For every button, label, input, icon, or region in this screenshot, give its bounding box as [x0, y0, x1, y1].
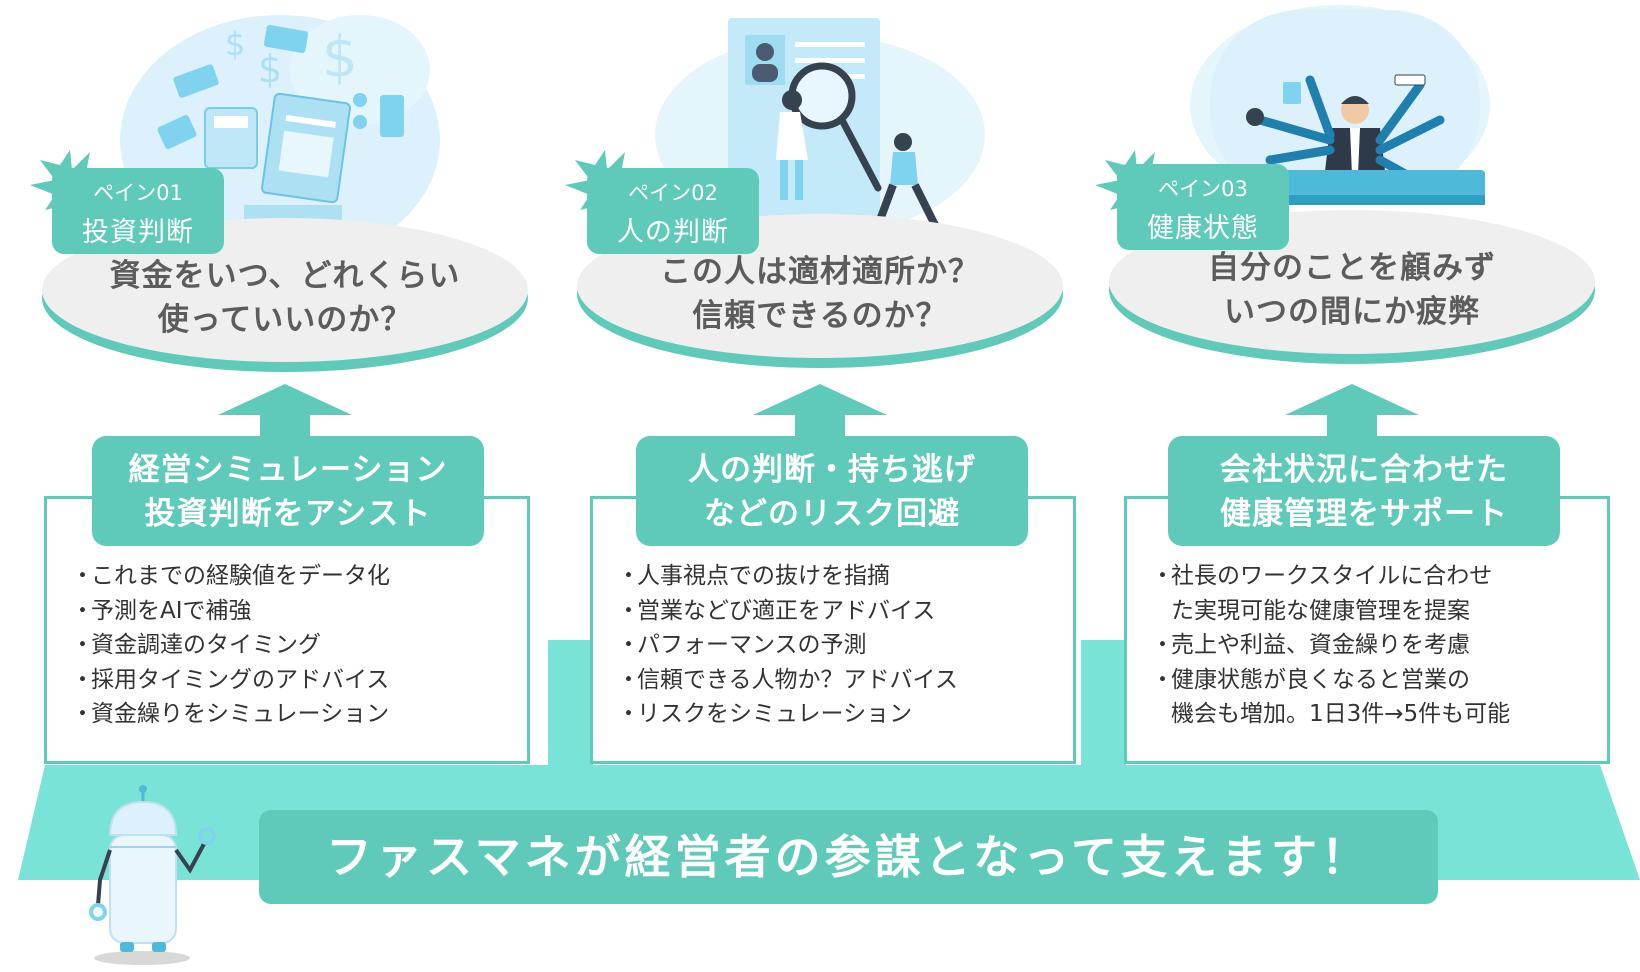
- pain-tag-01: ペイン01 投資判断: [52, 168, 224, 254]
- bullet-dot: ・: [617, 701, 640, 727]
- solution-title-03: 会社状況に合わせた 健康管理をサポート: [1168, 436, 1560, 546]
- list-item: ・予測をAIで補強: [71, 594, 390, 629]
- pain-tag-number: ペイン03: [1158, 177, 1248, 201]
- bullet-text: 営業などび適正をアドバイス: [637, 597, 936, 624]
- bullet-dot: ・: [617, 666, 640, 693]
- solution-title-line-2: 投資判断をアシスト: [144, 496, 432, 532]
- bullet-text: 人事視点での抜けを指摘: [637, 563, 890, 589]
- bullet-dot: ・: [617, 632, 640, 658]
- list-item: ・売上や利益、資金繰りを考慮: [1151, 628, 1510, 663]
- pain-question-03: 自分のことを顧みず いつの間にか疲弊: [1127, 246, 1577, 334]
- pain-tag-02: ペイン02 人の判断: [587, 168, 759, 254]
- list-item: ・これまでの経験値をデータ化: [71, 559, 390, 594]
- list-item: ・健康状態が良くなると営業の: [1151, 663, 1510, 698]
- list-item: ・採用タイミングのアドバイス: [71, 663, 390, 698]
- list-item: ・パフォーマンスの予測: [617, 628, 958, 663]
- question-line-2: いつの間にか疲弊: [1224, 294, 1480, 330]
- solution-title-line-1: 人の判断・持ち逃げ: [688, 452, 976, 488]
- bullet-text: パフォーマンスの予測: [637, 632, 867, 658]
- list-item: ・営業などび適正をアドバイス: [617, 594, 958, 629]
- svg-text:$: $: [225, 25, 245, 63]
- pain-tag-name: 人の判断: [617, 217, 729, 248]
- up-arrows: [218, 384, 1419, 440]
- list-item: ・資金繰りをシミュレーション: [71, 697, 390, 732]
- pain-question-02: この人は適材適所か？ 信頼できるのか？: [595, 250, 1045, 338]
- question-line-1: 自分のことを顧みず: [1208, 250, 1496, 286]
- bullet-dot: ・: [617, 597, 640, 624]
- solution-title-02: 人の判断・持ち逃げ などのリスク回避: [636, 436, 1028, 546]
- list-item: ・社長のワークスタイルに合わせ: [1151, 559, 1510, 594]
- bullet-dot: ・: [71, 632, 94, 658]
- bullet-dot: ・: [71, 701, 94, 727]
- question-line-1: この人は適材適所か？: [660, 254, 980, 290]
- bullet-text: 信頼できる人物か？アドバイス: [637, 666, 958, 693]
- question-line-2: 信頼できるのか？: [692, 298, 948, 334]
- bullet-text: 資金調達のタイミング: [91, 632, 321, 658]
- pain-tag-number: ペイン02: [628, 181, 718, 205]
- pain-tag-03: ペイン03 健康状態: [1117, 164, 1289, 250]
- solution-title-line-1: 会社状況に合わせた: [1220, 452, 1508, 488]
- bullet-text: 社長のワークスタイルに合わせ: [1171, 563, 1493, 589]
- solution-title-line-2: などのリスク回避: [704, 496, 960, 532]
- bullet-text: 資金繰りをシミュレーション: [91, 701, 390, 727]
- bullet-dot: ・: [1151, 632, 1174, 658]
- pain-tag-number: ペイン01: [93, 181, 183, 205]
- bullet-dot: ・: [71, 597, 94, 624]
- solution-list: ・社長のワークスタイルに合わせ た実現可能な健康管理を提案 ・売上や利益、資金繰…: [1151, 559, 1510, 732]
- question-line-2: 使っていいのか？: [157, 302, 413, 338]
- list-item: 機会も増加。1日3件→5件も可能: [1151, 697, 1510, 732]
- list-item: た実現可能な健康管理を提案: [1151, 594, 1510, 629]
- pain-tag-name: 投資判断: [82, 217, 194, 248]
- bullet-text: リスクをシミュレーション: [637, 701, 913, 727]
- bullet-text: 機会も増加。1日3件→5件も可能: [1171, 701, 1511, 727]
- bullet-text: 売上や利益、資金繰りを考慮: [1171, 632, 1470, 658]
- pain-tag-name: 健康状態: [1147, 213, 1259, 244]
- bullet-dot: ・: [71, 666, 94, 693]
- bullet-text: 予測をAIで補強: [91, 597, 252, 624]
- bullet-dot: ・: [1151, 666, 1174, 693]
- bullet-dot: ・: [1151, 563, 1174, 589]
- list-item: ・信頼できる人物か？アドバイス: [617, 663, 958, 698]
- pain-question-01: 資金をいつ、どれくらい 使っていいのか？: [60, 254, 510, 342]
- question-line-1: 資金をいつ、どれくらい: [109, 258, 461, 294]
- solution-title-line-1: 経営シミュレーション: [128, 452, 448, 488]
- list-item: ・リスクをシミュレーション: [617, 697, 958, 732]
- bullet-text: 採用タイミングのアドバイス: [91, 666, 390, 693]
- bullet-text: これまでの経験値をデータ化: [91, 563, 390, 589]
- svg-text:$: $: [322, 25, 358, 90]
- solution-title-line-2: 健康管理をサポート: [1220, 496, 1508, 532]
- solution-title-01: 経営シミュレーション 投資判断をアシスト: [92, 436, 484, 546]
- bullet-text: 健康状態が良くなると営業の: [1171, 666, 1470, 693]
- bullet-text: た実現可能な健康管理を提案: [1171, 597, 1470, 624]
- solution-list: ・これまでの経験値をデータ化 ・予測をAIで補強 ・資金調達のタイミング ・採用…: [71, 559, 390, 732]
- list-item: ・資金調達のタイミング: [71, 628, 390, 663]
- svg-text:$: $: [258, 47, 282, 91]
- bullet-dot: ・: [71, 563, 94, 589]
- slogan-banner: ファスマネが経営者の参謀となって支えます！: [259, 810, 1438, 904]
- robot-mascot-icon: [89, 785, 216, 965]
- busy-ceo-icon: [1190, 5, 1490, 205]
- list-item: ・人事視点での抜けを指摘: [617, 559, 958, 594]
- bullet-dot: ・: [617, 563, 640, 589]
- solution-list: ・人事視点での抜けを指摘 ・営業などび適正をアドバイス ・パフォーマンスの予測 …: [617, 559, 958, 732]
